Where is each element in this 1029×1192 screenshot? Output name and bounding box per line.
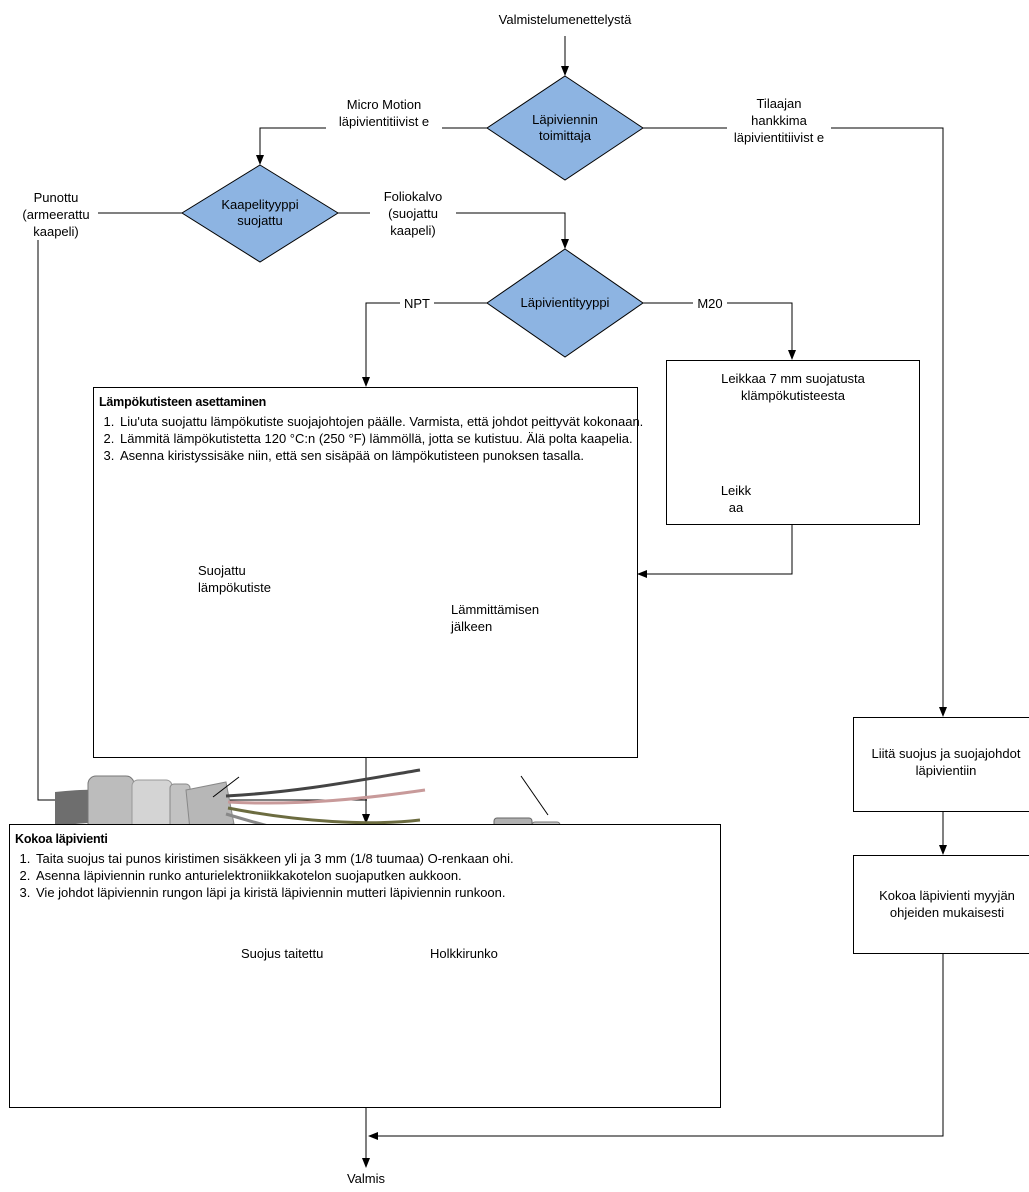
heatshrink-step: Lämmitä lämpökutistetta 120 °C:n (250 °F…: [118, 430, 648, 447]
label-gland-body: Holkkirunko: [430, 946, 498, 961]
assemble-box: Kokoa läpivienti Taita suojus tai punos …: [9, 824, 721, 1108]
heatshrink-box: Lämpökutisteen asettaminen Liu'uta suoja…: [93, 387, 643, 758]
branch-npt: NPT: [400, 295, 434, 312]
label-after-heating: Lämmittämisen jälkeen: [451, 602, 540, 634]
attach-label: Liitä suojus ja suojajohdot läpivientiin: [871, 746, 1021, 778]
branch-customer: Tilaajan hankkima läpivientitiivist e: [727, 95, 831, 146]
branch-micro-motion: Micro Motion läpivientitiivist e: [326, 96, 442, 130]
heatshrink-step: Asenna kiristyssisäke niin, että sen sis…: [118, 447, 648, 464]
assemble-step: Vie johdot läpiviennin rungon läpi ja ki…: [34, 884, 654, 901]
folded-shield-illustration: [55, 768, 426, 854]
assemble-title: Kokoa läpivienti: [15, 832, 108, 846]
assemble-step: Asenna läpiviennin runko anturielektroni…: [34, 867, 654, 884]
branch-braided: Punottu (armeerattu kaapeli): [14, 189, 98, 240]
m20-cut-label: Leikk aa: [714, 482, 758, 516]
heatshrink-step: Liu'uta suojattu lämpökutiste suojajohto…: [118, 413, 648, 430]
m20-cut-box: Leikkaa 7 mm suojatusta klämpökutisteest…: [666, 360, 920, 525]
m20-cut-title: Leikkaa 7 mm suojatusta klämpökutisteest…: [721, 371, 865, 403]
assemble-step: Taita suojus tai punos kiristimen sisäkk…: [34, 850, 654, 867]
branch-foil: Foliokalvo (suojattu kaapeli): [370, 188, 456, 239]
decision-supplier[interactable]: Läpiviennin toimittaja: [532, 112, 598, 143]
assemble-steps: Taita suojus tai punos kiristimen sisäkk…: [10, 850, 654, 901]
start-label: Valmistelumenettelystä: [498, 12, 632, 27]
vendor-label: Kokoa läpivienti myyjän ohjeiden mukaise…: [879, 888, 1015, 920]
decision-supplier-shape: [486, 75, 644, 181]
branch-m20: M20: [693, 295, 727, 312]
decision-gland[interactable]: Läpivientityyppi: [520, 295, 610, 310]
heatshrink-steps: Liu'uta suojattu lämpökutiste suojajohto…: [94, 413, 648, 464]
decision-gland-shape: [486, 248, 644, 358]
label-shielded-heatshrink: Suojattu lämpökutiste: [198, 563, 271, 595]
heatshrink-title: Lämpökutisteen asettaminen: [99, 395, 267, 409]
vendor-box: Kokoa läpivienti myyjän ohjeiden mukaise…: [853, 855, 1029, 954]
end-label: Valmis: [346, 1171, 386, 1186]
decision-cable[interactable]: Kaapelityyppi suojattu: [221, 197, 299, 228]
attach-box: Liitä suojus ja suojajohdot läpivientiin: [853, 717, 1029, 812]
decision-cable-shape: [181, 164, 339, 263]
label-shield-folded: Suojus taitettu: [241, 946, 324, 961]
